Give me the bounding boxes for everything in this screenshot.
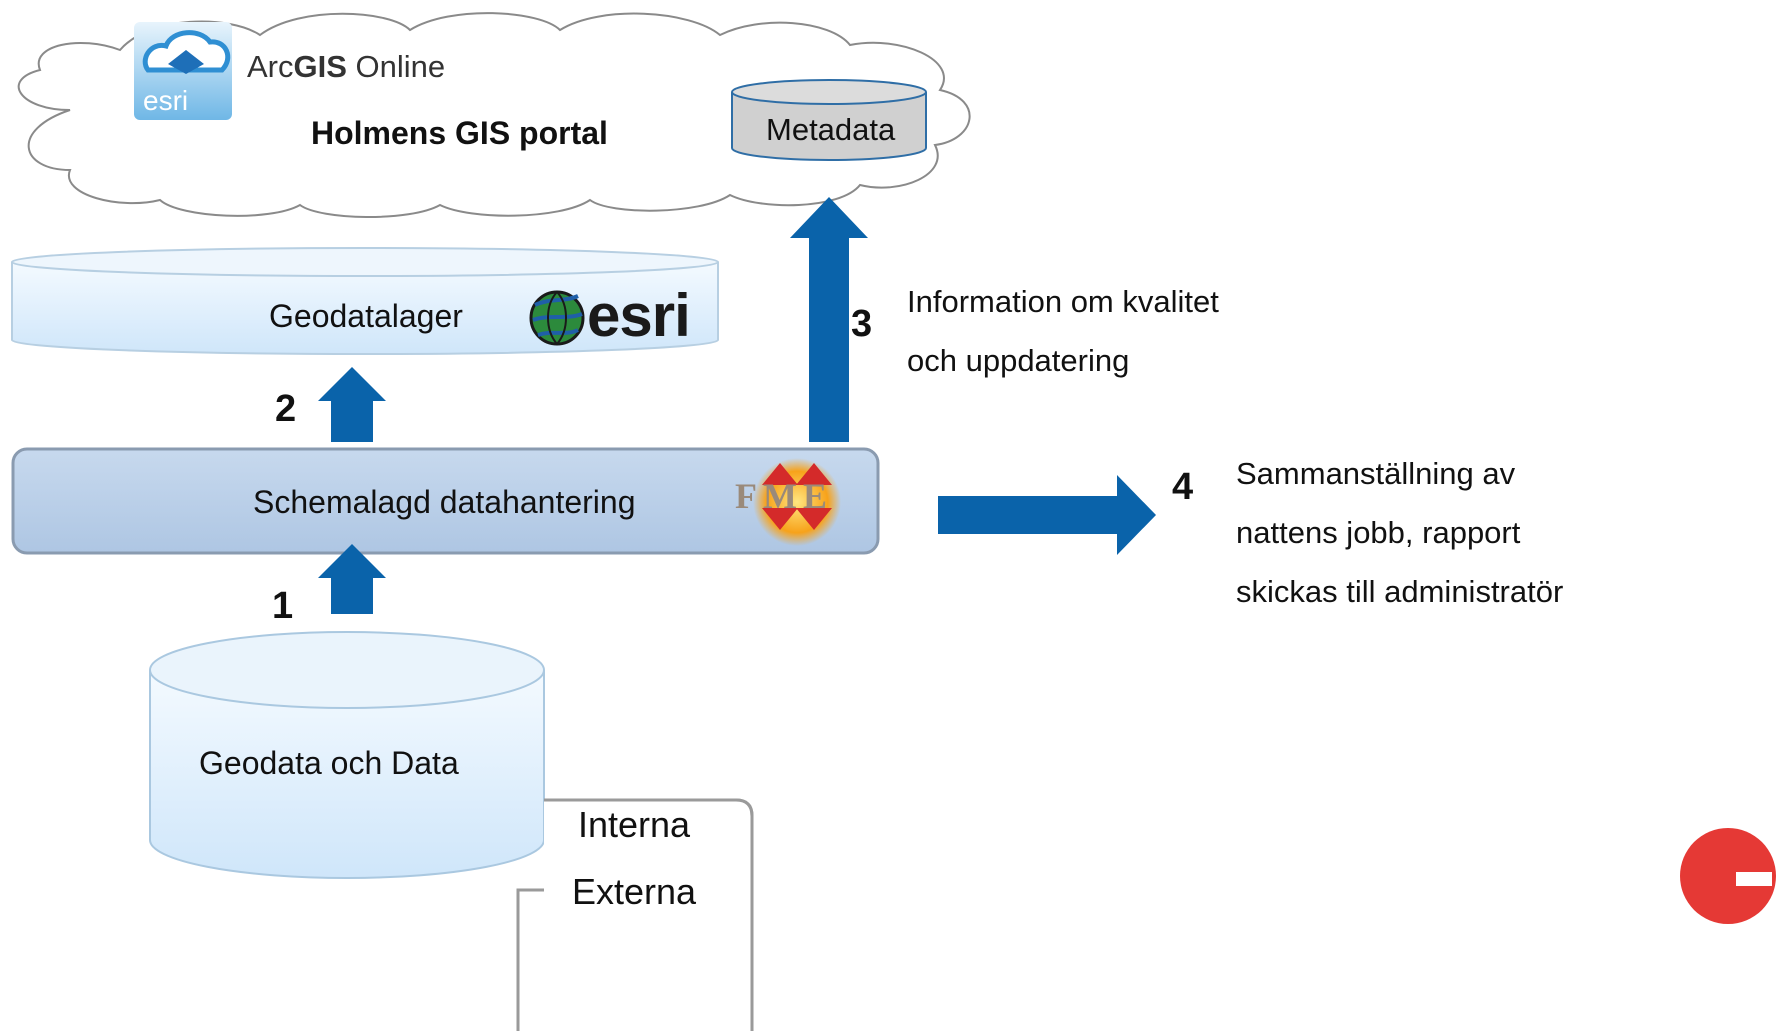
step-4-text-line-1: Sammanställning av <box>1236 456 1516 491</box>
step-3-text-line-2: och uppdatering <box>907 343 1130 378</box>
metadata-label: Metadata <box>766 112 896 147</box>
esri-brand-text: esri <box>587 282 691 349</box>
step-4-text-line-3: skickas till administratör <box>1236 574 1564 609</box>
source-cylinder <box>149 631 545 879</box>
arrow-step-3 <box>790 197 868 442</box>
step-4-number: 4 <box>1172 466 1194 508</box>
portal-title: Holmens GIS portal <box>311 115 608 151</box>
process-box <box>11 447 880 555</box>
corner-logo-icon <box>1680 828 1776 924</box>
interna-externa-fill <box>544 801 750 1031</box>
arcgis-online-logo <box>134 22 232 120</box>
fme-logo-text: FME <box>735 476 833 516</box>
arrow-step-4 <box>938 475 1156 555</box>
step-3-number: 3 <box>851 303 873 345</box>
geodatalager-label: Geodatalager <box>269 298 463 334</box>
step-4-text-line-2: nattens jobb, rapport <box>1236 515 1521 550</box>
step-2-number: 2 <box>275 388 297 430</box>
arrow-step-2 <box>318 367 386 442</box>
cloud-shape <box>17 12 971 218</box>
esri-globe-icon <box>529 290 585 346</box>
step-1-number: 1 <box>272 585 294 627</box>
metadata-cylinder <box>731 79 927 161</box>
process-label: Schemalagd datahantering <box>253 484 636 520</box>
esri-logo-text: esri <box>143 85 188 116</box>
internal-label: Interna <box>578 804 691 845</box>
step-3-text-line-1: Information om kvalitet <box>907 284 1219 319</box>
external-label: Externa <box>572 871 697 912</box>
source-label: Geodata och Data <box>199 745 459 781</box>
arcgis-online-title: ArcGIS Online <box>247 49 446 84</box>
fme-logo-icon <box>753 458 841 546</box>
arrow-step-1 <box>318 544 386 614</box>
